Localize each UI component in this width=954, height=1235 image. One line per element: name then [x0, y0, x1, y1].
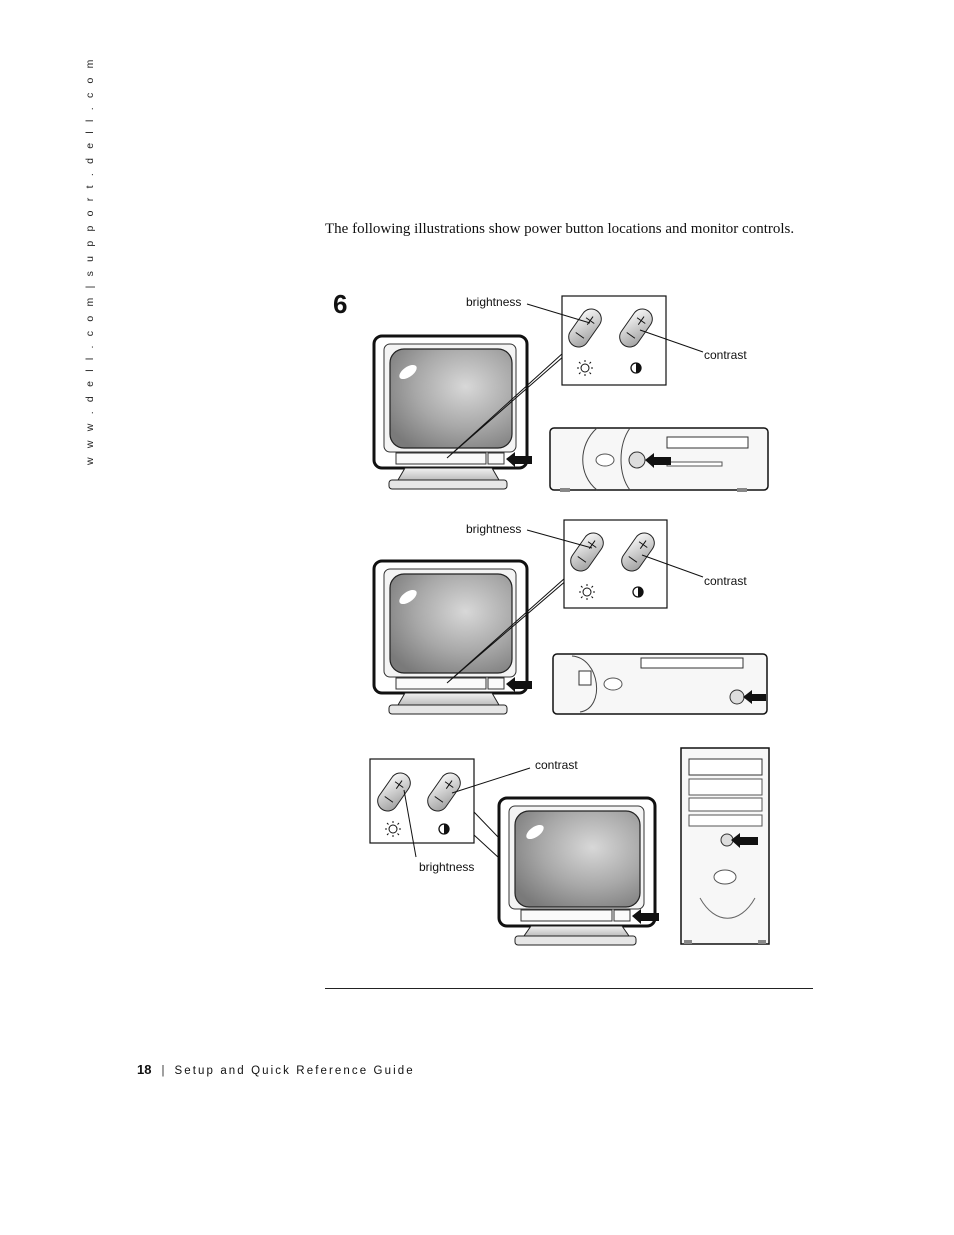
panel-2: brightness contrast	[372, 519, 768, 715]
monitor-icon	[372, 334, 529, 490]
monitor-controls-box	[563, 519, 668, 609]
tower-computer-icon	[680, 747, 770, 945]
step-number: 6	[333, 289, 347, 319]
guide-title: Setup and Quick Reference Guide	[174, 1065, 415, 1077]
contrast-label: contrast	[535, 758, 578, 772]
panel-1: brightness contrast	[372, 295, 769, 492]
page-footer: 18 | Setup and Quick Reference Guide	[137, 1062, 415, 1077]
bottom-rule	[325, 988, 813, 989]
contrast-icon	[632, 586, 644, 598]
power-arrow-icon	[632, 909, 659, 924]
desktop-computer-icon	[552, 653, 768, 715]
brightness-sun-icon	[385, 821, 401, 837]
brightness-sun-icon	[577, 360, 593, 376]
page-number: 18	[137, 1062, 152, 1077]
intro-paragraph: The following illustrations show power b…	[325, 221, 795, 237]
brightness-sun-icon	[579, 584, 595, 600]
monitor-icon	[497, 796, 657, 946]
panel-3: contrast brightness	[369, 747, 770, 946]
contrast-icon	[438, 823, 450, 835]
monitor-controls-box	[369, 758, 475, 844]
contrast-label: contrast	[704, 348, 747, 362]
brightness-label: brightness	[466, 522, 521, 536]
footer-separator: |	[161, 1065, 165, 1077]
monitor-controls-box	[561, 295, 667, 386]
contrast-label: contrast	[704, 574, 747, 588]
desktop-computer-icon	[549, 427, 769, 492]
monitor-icon	[372, 559, 529, 715]
contrast-icon	[630, 362, 642, 374]
power-arrow-icon	[506, 677, 532, 692]
brightness-label: brightness	[419, 860, 474, 874]
brightness-label: brightness	[466, 295, 521, 309]
power-arrow-icon	[506, 452, 532, 467]
